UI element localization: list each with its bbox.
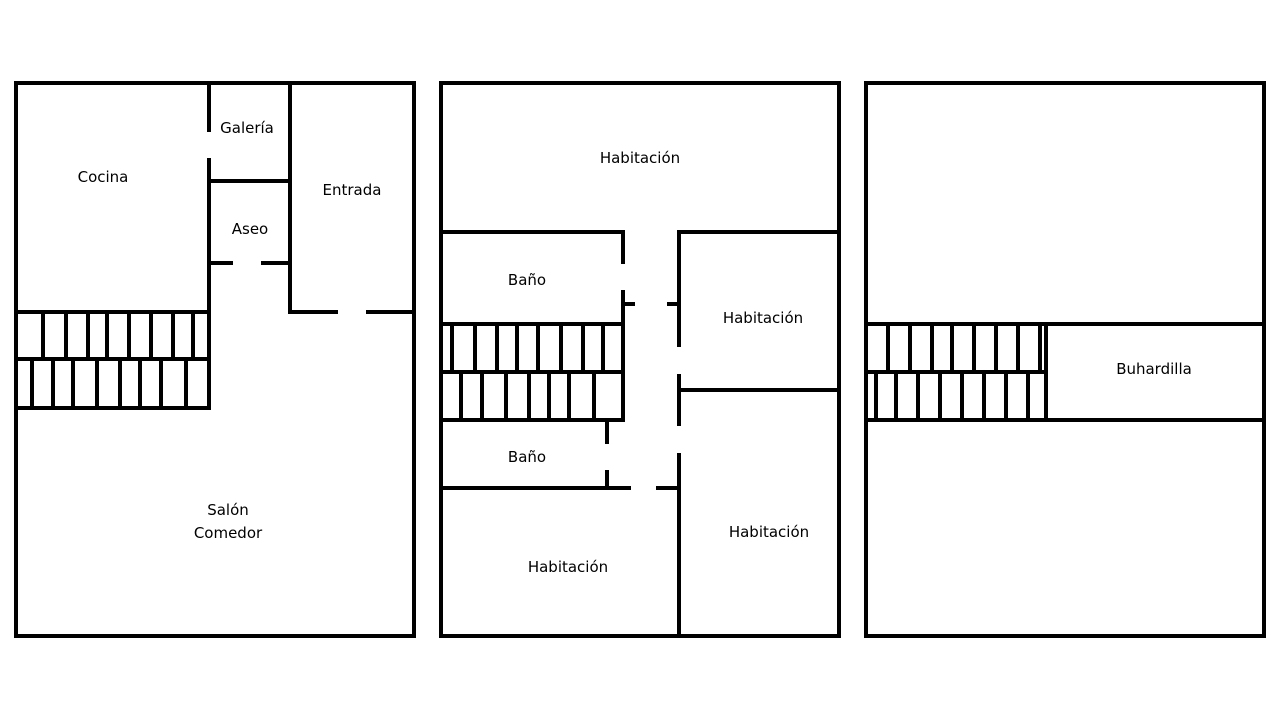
staircase [14,310,211,410]
room-label-entrada: Entrada [323,181,382,199]
ground-floor-plan: Cocina Galería Entrada Aseo Salón Comedo… [14,81,416,638]
room-label-aseo: Aseo [232,220,268,238]
room-label-cocina: Cocina [78,168,129,186]
attic-floor-plan: Buhardilla [864,81,1266,638]
outer-wall [864,81,1266,638]
room-label-habitacion-right-upper: Habitación [723,309,803,327]
room-label-habitacion-right-lower: Habitación [729,523,809,541]
interior-walls [439,230,841,638]
staircase [864,324,1048,420]
staircase [439,322,625,422]
room-label-salon: Salón [207,501,249,519]
room-label-bano-lower: Baño [508,448,546,466]
first-floor-plan: Habitación Baño Habitación Baño Habitaci… [439,81,841,638]
outer-wall [439,81,841,638]
room-label-galeria: Galería [220,119,274,137]
interior-walls [207,81,416,410]
room-label-habitacion-top: Habitación [600,149,680,167]
room-label-buhardilla: Buhardilla [1116,360,1192,378]
room-label-comedor: Comedor [194,524,263,542]
room-label-bano-upper: Baño [508,271,546,289]
room-label-habitacion-bottom-left: Habitación [528,558,608,576]
